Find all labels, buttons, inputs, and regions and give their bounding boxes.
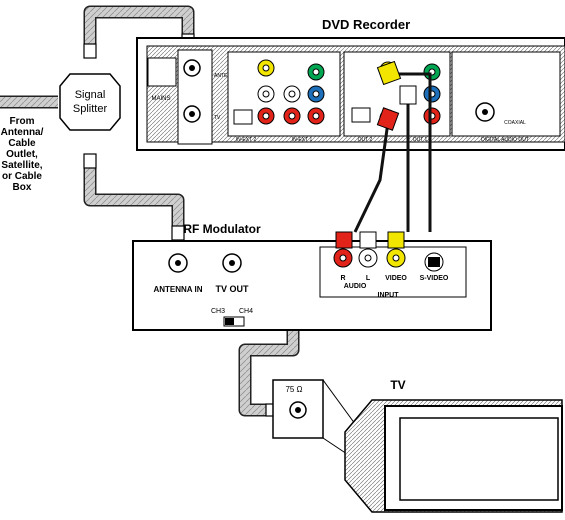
- mains-label: MAINS: [151, 96, 170, 102]
- rf-video-label: VIDEO: [385, 275, 407, 282]
- source-line-1: From: [10, 116, 35, 127]
- rf-input-label: INPUT: [378, 292, 400, 299]
- out2-label: OUT 2: [358, 137, 373, 143]
- coaxial-label: COAXIAL: [504, 120, 526, 126]
- dvd-recorder: MAINS ANTENNA TV IN-EXT 2 IN-EXT 1 OUT 2…: [136, 37, 565, 151]
- in-ext1-label: IN-EXT 1: [292, 137, 313, 143]
- av-cables: [353, 72, 432, 233]
- source-line-3: Cable: [8, 138, 36, 149]
- rf-audio-label: AUDIO: [344, 283, 367, 290]
- source-label: From Antenna/ Cable Outlet, Satellite, o…: [1, 116, 44, 193]
- source-line-7: Box: [13, 182, 32, 193]
- out1-label: OUT 1: [413, 137, 428, 143]
- dvd-recorder-title: DVD Recorder: [322, 17, 410, 32]
- source-line-2: Antenna/: [1, 127, 44, 138]
- rf-l-label: L: [366, 275, 371, 282]
- digital-audio-out-label: DIGITAL AUDIO OUT: [481, 137, 529, 143]
- tv-title: TV: [390, 378, 405, 392]
- rf-tv-out-label: TV OUT: [216, 284, 250, 294]
- dvd-antenna-label: ANTENNA: [214, 73, 239, 79]
- source-line-4: Outlet,: [6, 149, 38, 160]
- rf-input-plugs: [335, 231, 405, 249]
- tv-75-ohm-label: 75 Ω: [285, 385, 302, 394]
- dvd-tv-label: TV: [214, 115, 221, 121]
- source-line-6: or Cable: [2, 171, 42, 182]
- av-plugs: [376, 60, 417, 131]
- yellow-video-cable: [388, 72, 432, 232]
- rf-antenna-in-label: ANTENNA IN: [153, 285, 202, 294]
- rf-svideo-label: S-VIDEO: [420, 275, 449, 282]
- rf-r-label: R: [340, 275, 345, 282]
- splitter-label-2: Splitter: [73, 103, 108, 115]
- ch3-label: CH3: [211, 308, 225, 315]
- splitter-label-1: Signal: [75, 89, 106, 101]
- tv-set: [344, 399, 563, 513]
- source-line-5: Satellite,: [1, 160, 42, 171]
- rf-modulator-title: RF Modulator: [183, 222, 261, 236]
- signal-splitter: Signal Splitter: [59, 73, 121, 131]
- red-audio-cable: [353, 121, 390, 233]
- tv-input-panel: 75 Ω: [272, 379, 363, 465]
- rf-modulator: ANTENNA IN TV OUT CH3 CH4 R L AUDIO VIDE…: [132, 240, 492, 331]
- ch4-label: CH4: [239, 308, 253, 315]
- in-ext2-label: IN-EXT 2: [236, 137, 257, 143]
